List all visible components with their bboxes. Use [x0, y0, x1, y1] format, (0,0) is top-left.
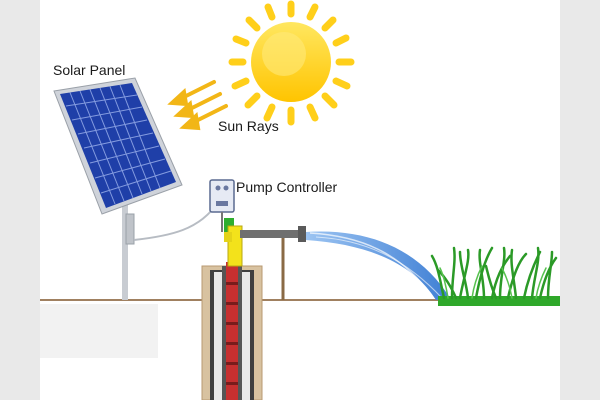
solar-panel-icon [53, 77, 183, 215]
label-pump-controller: Pump Controller [236, 179, 338, 195]
controller-box-icon [209, 179, 235, 232]
sun-rays-arrows-icon [167, 80, 228, 131]
ground-strip-left [40, 304, 158, 358]
outlet-pipe [240, 226, 306, 300]
label-solar-panel: Solar Panel [53, 62, 126, 78]
well-shaft [201, 262, 263, 400]
water-stream [306, 231, 450, 300]
pump-head [224, 218, 243, 267]
grass-icon [430, 246, 560, 306]
diagram-canvas: Solar Panel Sun Rays Pump Controller [40, 0, 560, 400]
solar-pump-diagram [40, 0, 560, 400]
sun-icon [228, 0, 355, 126]
label-sun-rays: Sun Rays [218, 118, 279, 134]
power-cable [133, 201, 219, 241]
